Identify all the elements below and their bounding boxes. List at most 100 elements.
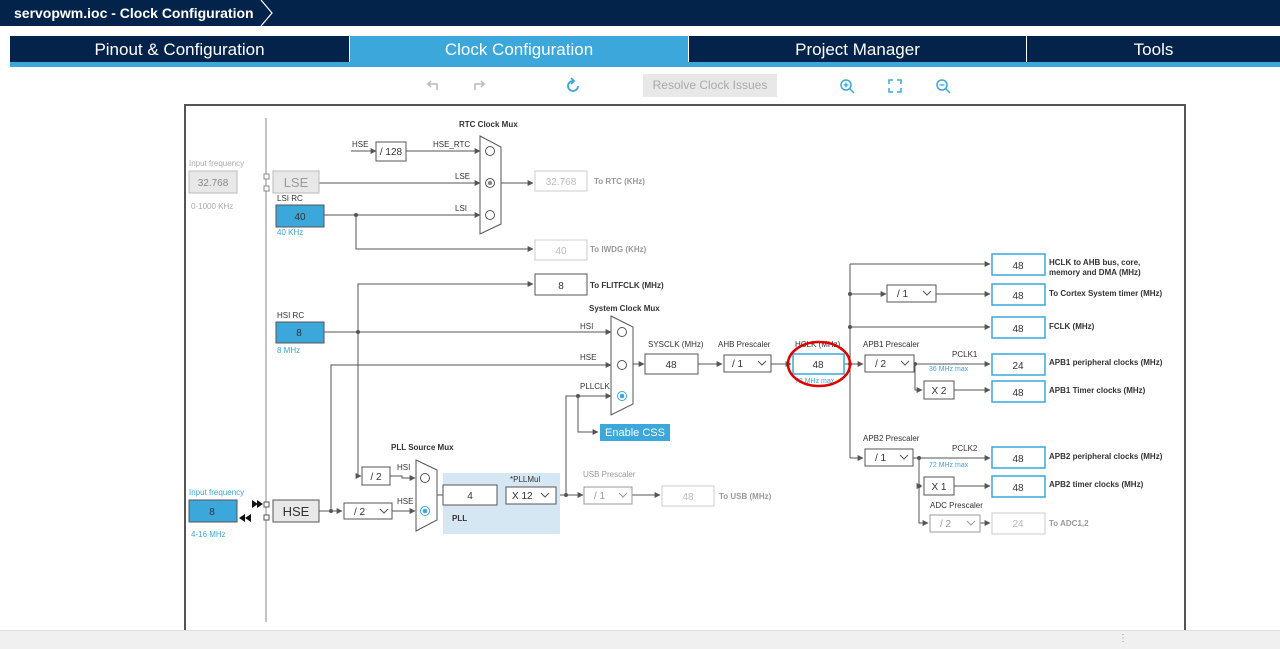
- sysmux-option-hsi[interactable]: [617, 327, 627, 337]
- window-title: servopwm.ioc - Clock Configuration: [14, 5, 254, 21]
- adc-prescaler-value: / 2: [940, 519, 952, 530]
- sysmux-pllclk-label: PLLCLK: [580, 382, 610, 391]
- hsi-unit-label: 8 MHz: [277, 346, 300, 355]
- pll-multiplier-value: X 12: [512, 491, 533, 502]
- pll-source-mux[interactable]: [415, 459, 438, 532]
- resolve-clock-issues-button[interactable]: Resolve Clock Issues: [643, 74, 777, 97]
- apb2-chevron-down-icon: [899, 454, 909, 460]
- zoom-in-icon[interactable]: [837, 76, 857, 96]
- adc-output-value: 24: [1012, 519, 1024, 530]
- hse-pin-bottom: [263, 514, 270, 521]
- pll-mux-option-hsi[interactable]: [420, 473, 430, 483]
- hse-label: HSE: [283, 504, 310, 519]
- apb1-timer-output-value: 48: [1012, 388, 1024, 399]
- apb2-timer-multiplier: X 1: [931, 482, 946, 493]
- rtc-clock-mux-label: RTC Clock Mux: [459, 120, 518, 129]
- pll-multiplier-select[interactable]: [505, 486, 557, 505]
- ahb-prescaler-label: AHB Prescaler: [718, 340, 771, 349]
- hsi-rc-label: HSI RC: [277, 311, 304, 320]
- rtc-mux-option-lsi[interactable]: [485, 210, 495, 220]
- adc-prescaler-select[interactable]: [929, 514, 981, 533]
- fclk-output-label: FCLK (MHz): [1049, 322, 1095, 331]
- tab-clock-configuration[interactable]: Clock Configuration: [350, 36, 689, 62]
- lse-input-frequency-label: Input frequency: [189, 159, 244, 168]
- apb1-chevron-down-icon: [900, 360, 910, 366]
- redo-icon[interactable]: [470, 76, 490, 96]
- cortex-divider-select[interactable]: [886, 284, 937, 303]
- hsi-value-box[interactable]: [275, 321, 325, 344]
- rtc-div128-box: [375, 141, 407, 162]
- usb-prescaler-select[interactable]: [583, 486, 633, 505]
- pll-mux-hsi-label: HSI: [397, 463, 410, 472]
- pclk2-label: PCLK2: [952, 444, 978, 453]
- usb-output-box: [661, 485, 715, 507]
- cortex-divider-value: / 1: [897, 289, 909, 300]
- apb1-peripheral-output-label: APB1 peripheral clocks (MHz): [1049, 358, 1163, 367]
- tab-project-manager[interactable]: Project Manager: [689, 36, 1027, 62]
- hse-arrow-out-icon-2: [239, 514, 245, 522]
- lsi-rc-label: LSI RC: [277, 194, 303, 203]
- sysclk-box: [644, 353, 699, 375]
- ahb-chevron-down-icon: [757, 360, 767, 366]
- ahb-prescaler-select[interactable]: [723, 354, 772, 373]
- usb-chevron-down-icon: [618, 492, 628, 498]
- cortex-output-value: 48: [1012, 291, 1024, 302]
- sysclk-label: SYSCLK (MHz): [648, 340, 704, 349]
- zoom-out-icon[interactable]: [933, 76, 953, 96]
- status-bar: ⋮: [0, 630, 1280, 649]
- tab-tools[interactable]: Tools: [1027, 36, 1280, 62]
- tab-underline: [10, 62, 1280, 67]
- hse-divider-select[interactable]: [343, 502, 393, 520]
- refresh-icon[interactable]: [563, 76, 583, 96]
- flitfclk-output-value: 8: [558, 281, 564, 292]
- lsi-value: 40: [294, 212, 306, 223]
- rtc-output-label: To RTC (KHz): [594, 177, 645, 186]
- lse-frequency-input[interactable]: [188, 170, 238, 194]
- apb2-timer-output-box: [991, 475, 1046, 498]
- tab-pinout-configuration[interactable]: Pinout & Configuration: [10, 36, 350, 62]
- hclk-highlight-circle: [786, 340, 852, 388]
- hclk-input[interactable]: [792, 353, 845, 375]
- apb2-timer-multiplier-box: [923, 476, 955, 496]
- apb2-max-label: 72 MHz max: [929, 462, 969, 469]
- lsi-value-box[interactable]: [275, 204, 325, 228]
- apb2-prescaler-value: / 1: [875, 453, 887, 464]
- rtc-output-value: 32.768: [546, 177, 577, 188]
- iwdg-output-label: To IWDG (KHz): [590, 245, 647, 254]
- rtc-mux-option-hse[interactable]: [485, 146, 495, 156]
- usb-output-label: To USB (MHz): [719, 492, 772, 501]
- hsi-value: 8: [296, 328, 302, 339]
- fclk-output-value: 48: [1012, 324, 1024, 335]
- enable-css-button[interactable]: [600, 424, 670, 441]
- adc-output-box: [991, 512, 1046, 535]
- pll-source-mux-label: PLL Source Mux: [391, 443, 454, 452]
- apb1-prescaler-select[interactable]: [864, 354, 915, 373]
- hse-pin-top: [263, 501, 270, 508]
- hse-divider-chevron-down-icon: [379, 508, 389, 514]
- clock-diagram-canvas: [184, 104, 1186, 644]
- apb1-timer-multiplier: X 2: [931, 386, 946, 397]
- apb1-timer-output-label: APB1 Timer clocks (MHz): [1049, 386, 1146, 395]
- sysmux-option-hse[interactable]: [617, 360, 627, 370]
- resize-grip-icon[interactable]: ⋮: [1118, 633, 1128, 644]
- enable-css-label: Enable CSS: [605, 427, 665, 439]
- system-clock-mux-label: System Clock Mux: [589, 304, 660, 313]
- main-tabs: Pinout & Configuration Clock Configurati…: [10, 36, 1280, 62]
- rtc-lsi-label: LSI: [455, 204, 467, 213]
- sysmux-selected-dot: [619, 393, 625, 399]
- apb1-timer-output-box: [991, 380, 1046, 403]
- hse-divider-value: / 2: [354, 507, 366, 518]
- apb2-prescaler-select[interactable]: [864, 448, 914, 467]
- hse-oscillator[interactable]: [272, 499, 320, 523]
- apb2-peripheral-output-box: [991, 446, 1046, 469]
- fit-to-screen-icon[interactable]: [885, 76, 905, 96]
- undo-icon[interactable]: [422, 76, 442, 96]
- usb-prescaler-value: / 1: [594, 491, 606, 502]
- pll-mux-selected-dot: [422, 508, 428, 514]
- apb1-prescaler-value: / 2: [875, 359, 887, 370]
- lse-oscillator[interactable]: [272, 170, 320, 194]
- apb2-peripheral-output-value: 48: [1012, 454, 1024, 465]
- apb1-prescaler-label: APB1 Prescaler: [863, 340, 920, 349]
- hse-frequency-input[interactable]: [188, 499, 238, 523]
- ahb-prescaler-value: / 1: [732, 359, 744, 370]
